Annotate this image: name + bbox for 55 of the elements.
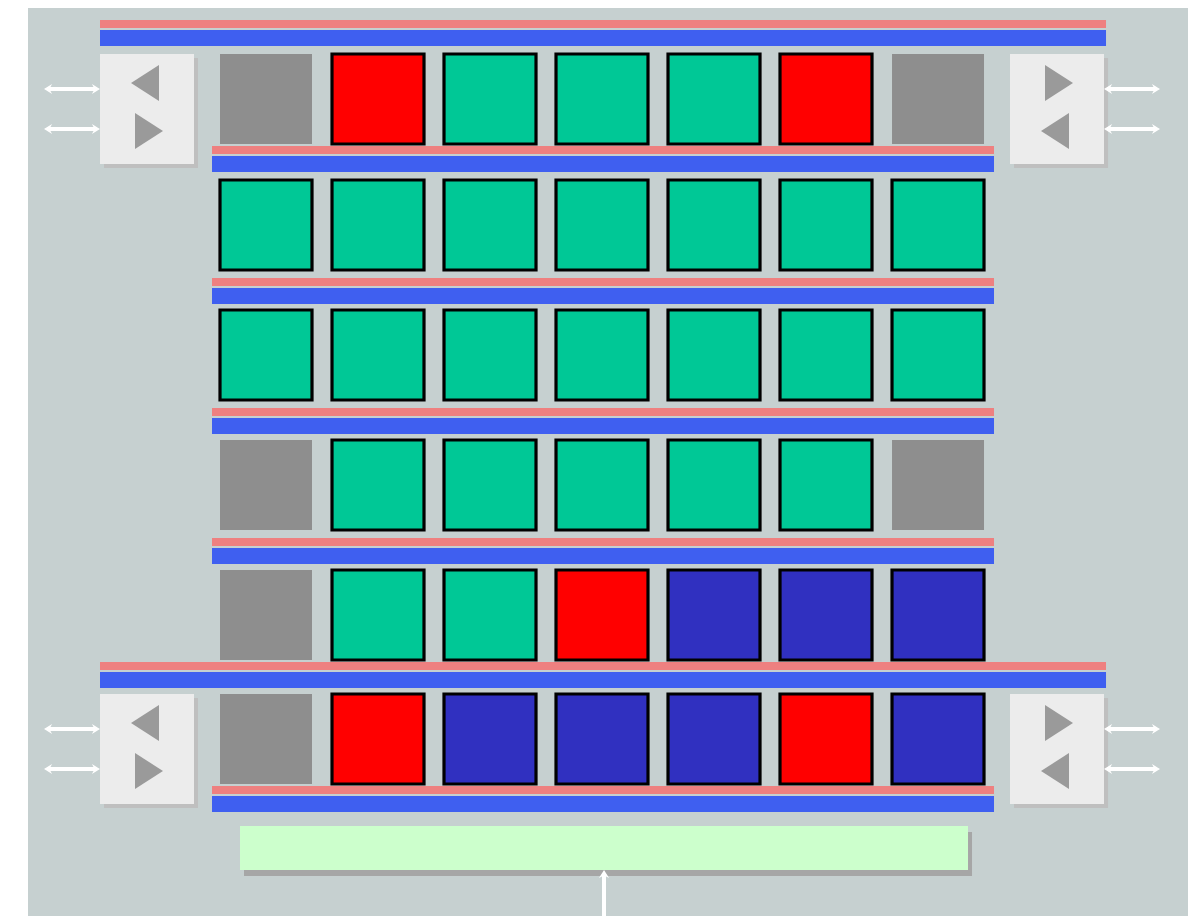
- loading-bar: [240, 826, 972, 876]
- arrow: [1104, 723, 1160, 735]
- storage-slot: [330, 308, 426, 402]
- storage-slot: [220, 694, 312, 784]
- storage-slot: [778, 308, 874, 402]
- storage-slot: [220, 440, 312, 530]
- storage-slot: [330, 568, 426, 662]
- storage-slot: [778, 568, 874, 662]
- storage-slot: [554, 52, 650, 146]
- storage-slot: [554, 178, 650, 272]
- transfer-box: [1010, 54, 1108, 168]
- storage-slot: [890, 308, 986, 402]
- transfer-box: [1010, 694, 1108, 808]
- storage-slot: [220, 570, 312, 660]
- arrow: [44, 83, 100, 95]
- storage-slot: [892, 440, 984, 530]
- arrow: [44, 723, 100, 735]
- arrow: [44, 123, 100, 135]
- storage-slot: [218, 178, 314, 272]
- storage-slot: [220, 54, 312, 144]
- storage-slot: [330, 692, 426, 786]
- storage-slot: [778, 52, 874, 146]
- storage-slot: [666, 52, 762, 146]
- storage-slot: [554, 438, 650, 532]
- storage-slot: [442, 692, 538, 786]
- storage-slot: [330, 178, 426, 272]
- storage-slot: [442, 438, 538, 532]
- storage-slot: [554, 568, 650, 662]
- storage-slot: [442, 52, 538, 146]
- transfer-box: [100, 694, 198, 808]
- storage-slot: [892, 54, 984, 144]
- storage-slot: [890, 568, 986, 662]
- storage-slot: [554, 692, 650, 786]
- storage-slot: [442, 308, 538, 402]
- arrow: [44, 763, 100, 775]
- storage-slot: [330, 52, 426, 146]
- arrow: [1104, 83, 1160, 95]
- storage-slot: [218, 308, 314, 402]
- storage-slot: [666, 308, 762, 402]
- storage-slot: [554, 308, 650, 402]
- arrow: [1104, 123, 1160, 135]
- storage-slot: [666, 438, 762, 532]
- storage-slot: [442, 178, 538, 272]
- storage-slot: [778, 692, 874, 786]
- storage-slot: [442, 568, 538, 662]
- storage-slot: [666, 568, 762, 662]
- arrow: [1104, 763, 1160, 775]
- storage-slot: [890, 692, 986, 786]
- storage-slot: [666, 178, 762, 272]
- transfer-box: [100, 54, 198, 168]
- storage-slot: [330, 438, 426, 532]
- storage-slot: [666, 692, 762, 786]
- storage-slot: [890, 178, 986, 272]
- storage-slot: [778, 438, 874, 532]
- storage-slot: [778, 178, 874, 272]
